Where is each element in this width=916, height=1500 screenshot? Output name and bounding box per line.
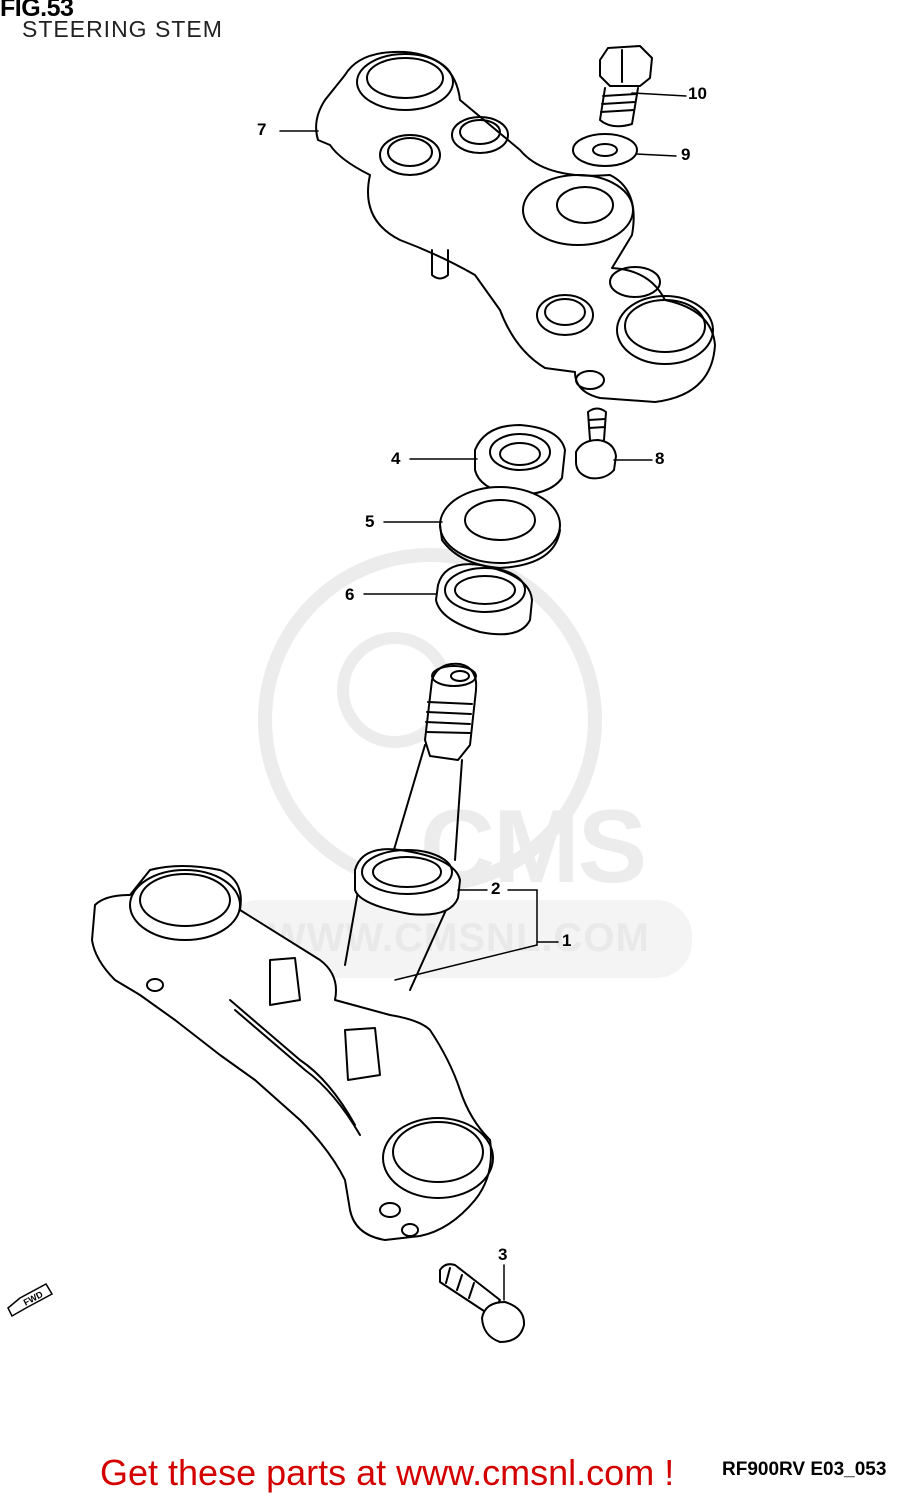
callout-6: 6 (345, 585, 355, 604)
promo-link[interactable]: Get these parts at www.cmsnl.com ! (100, 1452, 675, 1493)
callout-4: 4 (391, 449, 401, 468)
figure-title: STEERING STEM (22, 16, 223, 42)
callout-10: 10 (688, 84, 707, 103)
callout-5: 5 (365, 512, 375, 531)
callout-8: 8 (655, 449, 665, 468)
figure-id: FIG.53 (0, 0, 74, 22)
bolt-10 (599, 45, 653, 128)
watermark-url: WWW.CMSNL.COM (268, 916, 650, 960)
callout-9: 9 (681, 145, 691, 164)
lock-nut-4 (474, 424, 566, 496)
drawing-code: RF900RV E03_053 (722, 1459, 887, 1480)
lower-bracket-stem (91, 662, 494, 1241)
callout-3: 3 (498, 1245, 508, 1264)
callout-7: 7 (257, 120, 267, 139)
dust-seal-5 (439, 486, 561, 569)
bearing-6 (435, 563, 533, 636)
forward-arrow-icon: FWD (7, 1283, 54, 1318)
callout-1: 1 (562, 931, 572, 950)
leader-lines (279, 92, 687, 1301)
bolt-8 (575, 407, 617, 480)
callout-2: 2 (491, 879, 501, 898)
bolt-3 (439, 1263, 526, 1343)
bearing-2 (354, 848, 461, 916)
washer-9 (572, 133, 638, 167)
upper-bracket (315, 50, 716, 403)
